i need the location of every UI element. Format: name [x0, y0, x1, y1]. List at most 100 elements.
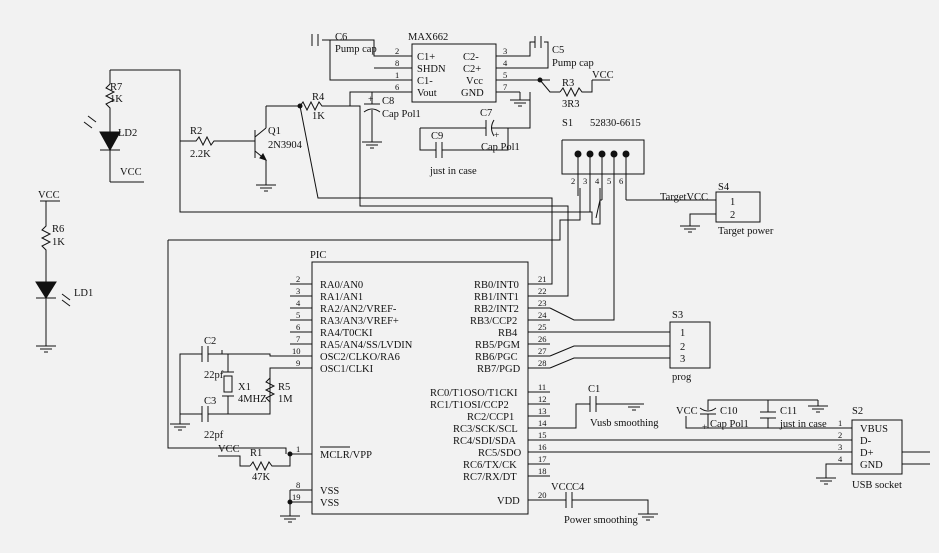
svg-text:4: 4 — [296, 298, 301, 308]
svg-text:8: 8 — [395, 58, 399, 68]
svg-text:20: 20 — [538, 490, 547, 500]
svg-text:3R3: 3R3 — [562, 99, 580, 110]
svg-text:9: 9 — [296, 358, 300, 368]
svg-text:GND: GND — [461, 88, 484, 99]
svg-text:RC1/T1OSI/CCP2: RC1/T1OSI/CCP2 — [430, 400, 509, 411]
svg-text:C1-: C1- — [417, 76, 433, 87]
svg-text:C2-: C2- — [463, 52, 479, 63]
svg-text:RC2/CCP1: RC2/CCP1 — [467, 412, 514, 423]
svg-text:VDD: VDD — [497, 496, 520, 507]
vcc-label: VCC — [592, 70, 614, 81]
svg-text:VCC: VCC — [218, 444, 240, 455]
svg-text:C10: C10 — [720, 406, 738, 417]
svg-text:RB7/PGD: RB7/PGD — [477, 364, 521, 375]
svg-text:LD2: LD2 — [118, 128, 137, 139]
svg-text:C11: C11 — [780, 406, 797, 417]
svg-text:RB5/PGM: RB5/PGM — [475, 340, 521, 351]
svg-text:21: 21 — [538, 274, 547, 284]
svg-text:R7: R7 — [110, 82, 122, 93]
s3-connector: S3 1 2 3 prog — [549, 196, 711, 383]
svg-text:Vusb smoothing: Vusb smoothing — [590, 418, 659, 429]
svg-text:RC7/RX/DT: RC7/RX/DT — [463, 472, 517, 483]
svg-text:27: 27 — [538, 346, 547, 356]
svg-text:Q1: Q1 — [268, 126, 281, 137]
svg-text:RB2/INT2: RB2/INT2 — [474, 304, 519, 315]
svg-text:1K: 1K — [110, 94, 123, 105]
svg-text:VSS: VSS — [320, 498, 339, 509]
c7-capacitor: C7 + Cap Pol1 — [420, 92, 531, 153]
svg-text:LD1: LD1 — [74, 288, 93, 299]
svg-text:SHDN: SHDN — [417, 64, 446, 75]
svg-text:6: 6 — [395, 82, 399, 92]
r1-resistor: VCC R1 47K — [218, 444, 293, 483]
svg-text:3: 3 — [680, 354, 685, 365]
c4-capacitor: VCC C4 Power smoothing — [550, 482, 658, 526]
max662-pin-c1plus: 2 C1+ — [388, 46, 435, 63]
svg-text:RC3/SCK/SCL: RC3/SCK/SCL — [453, 424, 518, 435]
svg-text:Pump cap: Pump cap — [335, 44, 377, 55]
svg-text:RB4: RB4 — [498, 328, 518, 339]
svg-text:4: 4 — [838, 454, 843, 464]
svg-text:1: 1 — [838, 418, 842, 428]
svg-text:28: 28 — [538, 358, 547, 368]
svg-text:C1: C1 — [588, 384, 600, 395]
svg-text:C9: C9 — [431, 131, 443, 142]
svg-text:TargetVCC: TargetVCC — [660, 192, 708, 203]
svg-text:7: 7 — [503, 82, 507, 92]
svg-text:2: 2 — [395, 46, 399, 56]
pic-title: PIC — [310, 250, 326, 261]
max662-pin-c2minus: 3 C2- — [463, 46, 522, 63]
svg-text:Cap Pol1: Cap Pol1 — [710, 419, 749, 430]
svg-text:D+: D+ — [860, 448, 874, 459]
max662-pin-shdn: 8 SHDN — [388, 58, 446, 75]
svg-text:22pf: 22pf — [204, 370, 224, 381]
ld1-led: VCC R6 1K LD1 — [35, 190, 93, 353]
svg-text:C3: C3 — [204, 396, 216, 407]
svg-text:1K: 1K — [312, 111, 325, 122]
svg-text:RA0/AN0: RA0/AN0 — [320, 280, 363, 291]
svg-text:just in case: just in case — [779, 419, 827, 430]
svg-text:3: 3 — [296, 286, 300, 296]
svg-text:47K: 47K — [252, 472, 271, 483]
svg-text:6: 6 — [619, 176, 623, 186]
svg-text:R3: R3 — [562, 78, 574, 89]
svg-text:17: 17 — [538, 454, 547, 464]
svg-text:RA5/AN4/SS/LVDIN: RA5/AN4/SS/LVDIN — [320, 340, 413, 351]
svg-text:VSS: VSS — [320, 486, 339, 497]
svg-text:S3: S3 — [672, 310, 683, 321]
svg-text:C4: C4 — [572, 482, 585, 493]
svg-text:3: 3 — [838, 442, 842, 452]
svg-text:VCC: VCC — [38, 190, 60, 201]
svg-text:24: 24 — [538, 310, 547, 320]
svg-text:3: 3 — [583, 176, 587, 186]
svg-text:5: 5 — [607, 176, 611, 186]
svg-text:7: 7 — [296, 334, 300, 344]
svg-text:2: 2 — [571, 176, 575, 186]
max662-title: MAX662 — [408, 32, 448, 43]
svg-text:Pump cap: Pump cap — [552, 58, 594, 69]
svg-text:D-: D- — [860, 436, 872, 447]
svg-text:25: 25 — [538, 322, 547, 332]
c5-capacitor: C5 Pump cap — [522, 36, 594, 69]
r3-resistor: R3 3R3 VCC — [537, 70, 614, 110]
svg-text:R2: R2 — [190, 126, 202, 137]
svg-text:+: + — [494, 131, 499, 141]
svg-text:X1: X1 — [238, 382, 251, 393]
svg-text:RB1/INT1: RB1/INT1 — [474, 292, 519, 303]
svg-text:MCLR/VPP: MCLR/VPP — [320, 450, 372, 461]
svg-text:1: 1 — [296, 444, 300, 454]
svg-text:R6: R6 — [52, 224, 64, 235]
svg-text:Target power: Target power — [718, 226, 774, 237]
svg-text:S1: S1 — [562, 118, 573, 129]
svg-text:1: 1 — [395, 70, 399, 80]
svg-text:1K: 1K — [52, 237, 65, 248]
svg-text:1M: 1M — [278, 394, 293, 405]
svg-text:C6: C6 — [335, 32, 347, 43]
svg-text:C2: C2 — [204, 336, 216, 347]
svg-text:VBUS: VBUS — [860, 424, 888, 435]
svg-text:13: 13 — [538, 406, 547, 416]
svg-text:VCC: VCC — [120, 167, 142, 178]
max662-chip: MAX662 2 C1+ 8 SHDN 1 C1- 6 Vout 3 C2- — [388, 32, 550, 103]
s1-connector: S1 52830-6615 2 3 4 5 6 — [561, 118, 645, 212]
